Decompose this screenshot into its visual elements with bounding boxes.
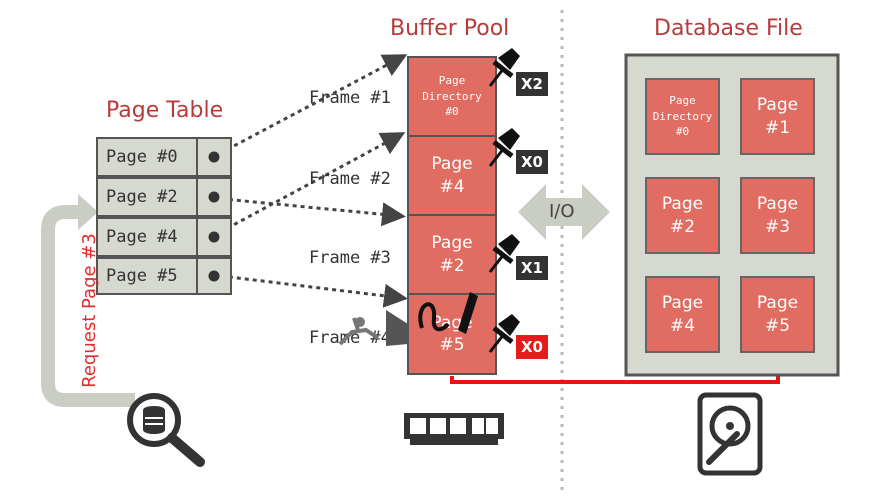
page-table-entry-0: Page #0: [96, 137, 198, 177]
pointer-arrow-4: [212, 132, 406, 238]
pointer-arrow-2: [212, 196, 406, 227]
db-page-1: Page #1: [740, 78, 815, 155]
pointer-arrow-0: [212, 54, 408, 159]
ram-chip-icon: [404, 413, 504, 445]
database-search-icon: [127, 393, 205, 467]
frame-label-3: Frame #3: [309, 248, 391, 268]
page-table-pointer-2: [196, 177, 232, 217]
io-arrow: [518, 184, 610, 240]
buffer-frame-3: Page #2: [407, 214, 497, 295]
pin-count-frame-3: X1: [516, 256, 548, 280]
pin-count-frame-4: X0: [516, 335, 548, 359]
frame-label-2: Frame #2: [309, 169, 391, 189]
page-table-entry-5: Page #5: [96, 257, 198, 295]
db-page-4: Page #4: [645, 276, 720, 353]
page-table-pointer-0: [196, 137, 232, 177]
pin-count-frame-2: X0: [516, 150, 548, 174]
pushpin-icon: [488, 128, 520, 167]
page-table-entry-4: Page #4: [96, 217, 198, 257]
request-arrow: [41, 205, 135, 407]
page-table-pointer-4: [196, 217, 232, 257]
io-label: I/O: [549, 201, 575, 222]
db-page-5: Page #5: [740, 276, 815, 353]
hard-disk-icon: [697, 392, 763, 476]
page-table-title: Page Table: [106, 98, 224, 123]
page-table-entry-2: Page #2: [96, 177, 198, 217]
pin-count-frame-1: X2: [516, 72, 548, 96]
pushpin-icon: [488, 314, 520, 353]
pushpin-icon: [488, 234, 520, 273]
page-table-pointer-5: [196, 257, 232, 295]
pushpin-icon: [488, 48, 520, 87]
request-label: Request Page #3: [78, 233, 100, 388]
pen-icon: [418, 292, 478, 334]
buffer-frame-1: Page Directory #0: [407, 56, 497, 137]
db-page-directory-0: Page Directory #0: [645, 78, 720, 155]
fleeing-person-icon: [338, 310, 408, 346]
frame-label-1: Frame #1: [309, 88, 391, 108]
db-page-3: Page #3: [740, 177, 815, 254]
buffer-pool-title: Buffer Pool: [390, 16, 510, 41]
database-file-title: Database File: [654, 16, 803, 41]
request-arrow-head: [78, 194, 98, 230]
pointer-arrow-5: [212, 273, 408, 308]
db-page-2: Page #2: [645, 177, 720, 254]
